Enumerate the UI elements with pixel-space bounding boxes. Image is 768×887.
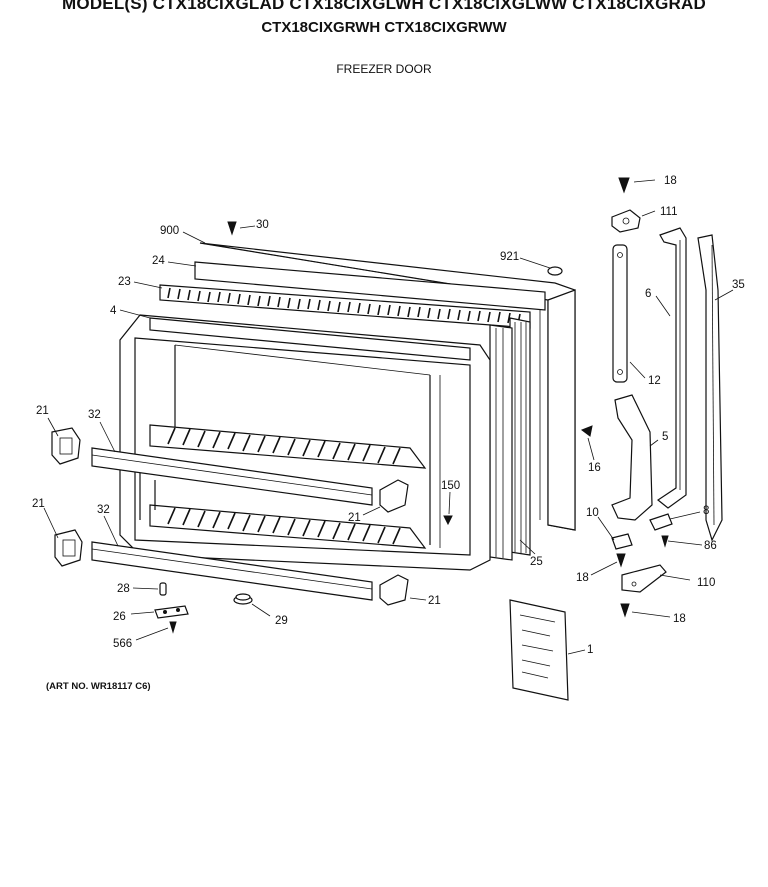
callout-29: 29 <box>275 615 288 627</box>
hinge-cap-10 <box>611 533 633 550</box>
screw-part-18-bottom <box>620 603 630 618</box>
callout-1: 1 <box>587 644 593 656</box>
callout-18c: 18 <box>673 613 686 625</box>
callout-28: 28 <box>117 583 130 595</box>
callout-labels: 18 111 900 30 24 921 23 6 35 4 12 21 32 … <box>32 175 745 656</box>
callout-111: 111 <box>660 206 677 218</box>
callout-35: 35 <box>732 279 745 291</box>
callout-86: 86 <box>704 540 717 552</box>
shelf-end-cap-right-upper <box>379 479 409 513</box>
screw-part-86 <box>661 535 669 548</box>
callout-900: 900 <box>160 225 179 237</box>
bracket-part-26 <box>154 605 189 619</box>
callout-21a: 21 <box>36 405 49 417</box>
spacer-part-28 <box>159 582 167 596</box>
callout-110: 110 <box>697 577 715 589</box>
callout-4: 4 <box>110 305 117 317</box>
screw-part-150 <box>443 515 453 526</box>
callout-leader-lines <box>43 179 734 655</box>
door-handle-trim-6 <box>656 227 687 509</box>
model-numbers-line-1: MODEL(S) CTX18CIXGLAD CTX18CIXGLWH CTX18… <box>62 0 706 13</box>
art-number: (ART NO. WR18117 C6) <box>46 681 151 692</box>
callout-21b: 21 <box>348 512 361 524</box>
handle-bracket-12 <box>612 244 628 383</box>
callout-30: 30 <box>256 219 269 231</box>
callout-32b: 32 <box>97 504 110 516</box>
callout-24: 24 <box>152 255 165 267</box>
callout-18b: 18 <box>576 572 589 584</box>
callout-25: 25 <box>530 556 543 568</box>
model-numbers-line-2: CTX18CIXGRWH CTX18CIXGRWW <box>261 19 507 36</box>
shelf-end-cap-right-lower <box>379 574 409 606</box>
door-handle-35 <box>697 234 723 542</box>
shelf-end-cap-left-upper <box>51 427 81 465</box>
callout-26: 26 <box>113 611 126 623</box>
screw-part-30 <box>227 221 237 236</box>
hinge-part-111 <box>611 209 641 233</box>
door-outer-panel <box>199 242 576 531</box>
section-title: FREEZER DOOR <box>336 62 432 76</box>
callout-921: 921 <box>500 251 519 263</box>
callout-23: 23 <box>118 276 131 288</box>
door-shelf-bar-upper <box>91 447 373 506</box>
door-liner-frame <box>159 261 546 561</box>
bumper-part-29 <box>233 593 253 605</box>
handle-cap-5 <box>611 394 653 521</box>
plug-part-921 <box>547 266 563 276</box>
clip-part-8 <box>649 513 673 531</box>
callout-18a: 18 <box>664 175 677 187</box>
callout-16: 16 <box>588 462 601 474</box>
screw-part-18-mid <box>616 553 626 568</box>
callout-6: 6 <box>645 288 651 300</box>
lower-hinge-110 <box>621 564 667 593</box>
callout-21d: 21 <box>428 595 441 607</box>
callout-150: 150 <box>441 480 460 492</box>
door-shelf-bar-lower <box>91 541 373 601</box>
callout-566: 566 <box>113 638 132 650</box>
callout-21c: 21 <box>32 498 45 510</box>
instruction-booklet-1 <box>509 599 569 701</box>
callout-8: 8 <box>703 505 709 517</box>
callout-5: 5 <box>662 431 668 443</box>
screw-part-16 <box>580 425 593 437</box>
callout-10: 10 <box>586 507 599 519</box>
callout-12: 12 <box>648 375 661 387</box>
screw-part-566 <box>169 621 177 634</box>
shelf-end-cap-left-lower <box>54 529 83 567</box>
door-inner-liner <box>119 314 491 571</box>
callout-32a: 32 <box>88 409 101 421</box>
screw-part-18-top <box>618 177 630 194</box>
